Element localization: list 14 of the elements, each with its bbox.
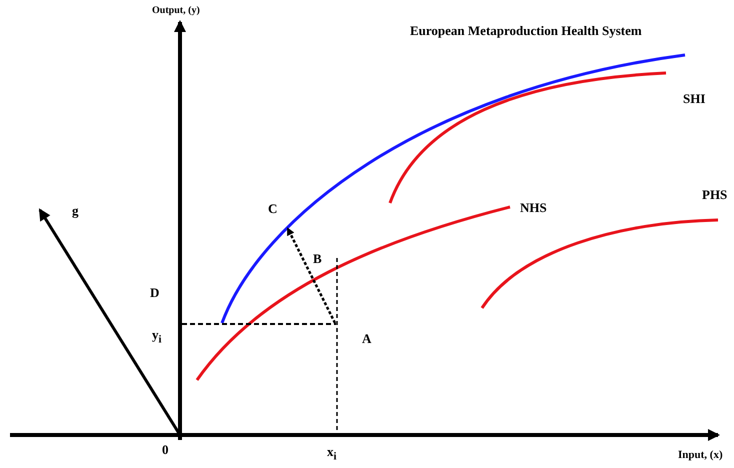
origin-label: 0 xyxy=(162,443,168,456)
vector-label: g xyxy=(72,204,78,217)
axis-label: Input, (x) xyxy=(678,450,723,461)
point-label: C xyxy=(268,202,278,215)
curve-label: SHI xyxy=(683,92,706,105)
axis-value-label: x$_{i}$ xyxy=(327,445,337,462)
point-label: B xyxy=(313,252,322,265)
point-label: A xyxy=(362,332,372,345)
point-label: D xyxy=(150,286,160,299)
axis-label: Output, (y) xyxy=(152,6,200,16)
axis-value-label: y$_{i}$ xyxy=(152,328,162,346)
curve-label: PHS xyxy=(702,188,728,201)
curve-label: NHS xyxy=(520,201,547,214)
chart-title: European Metaproduction Health System xyxy=(410,24,642,37)
